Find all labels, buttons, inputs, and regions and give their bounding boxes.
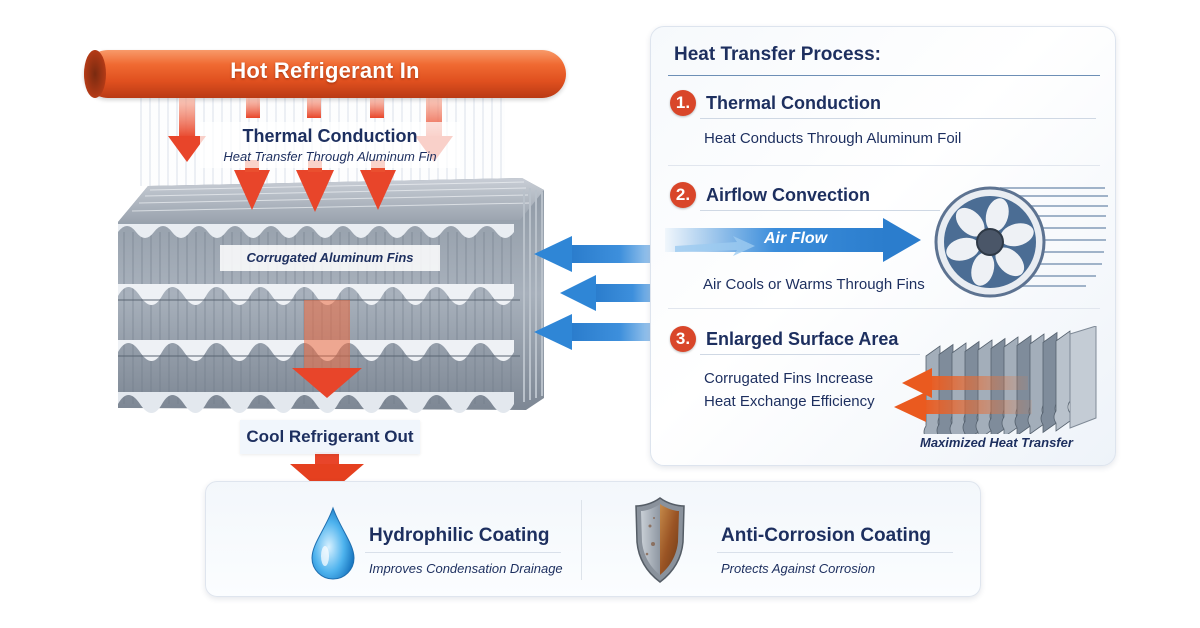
- panel-title: Heat Transfer Process:: [674, 44, 881, 65]
- step-3-badge: 3.: [670, 326, 696, 352]
- hydrophilic-coating-rule: [365, 552, 561, 553]
- refrigerant-inlet-pipe: [84, 50, 566, 98]
- step-3-title: Enlarged Surface Area: [706, 329, 899, 349]
- heat-flow-arrow: [292, 300, 362, 398]
- airflow-arrow-label: Air Flow: [764, 230, 828, 247]
- fin-plate: [1069, 326, 1097, 429]
- outlet-arrow: [290, 452, 364, 496]
- anti-corrosion-coating-subtitle: Protects Against Corrosion: [721, 561, 876, 576]
- heat-exchange-arrow: [902, 368, 1028, 398]
- step-separator: [668, 308, 1100, 309]
- panel-title-divider: [668, 75, 1100, 76]
- step-2-rule: [700, 210, 940, 211]
- step-1-rule: [700, 118, 1096, 119]
- hydrophilic-coating-title: Hydrophilic Coating: [369, 525, 550, 546]
- fan-icon: [934, 186, 1108, 298]
- step-3-image-caption: Maximized Heat Transfer: [920, 435, 1073, 450]
- heat-arrow: [370, 98, 384, 118]
- conduction-callout: Thermal Conduction Heat Transfer Through…: [200, 122, 460, 168]
- fin-plate: [1053, 330, 1071, 432]
- pipe-opening: [84, 50, 106, 98]
- water-drop-icon: [311, 506, 355, 580]
- hydrophilic-coating-subtitle: Improves Condensation Drainage: [369, 561, 563, 576]
- heat-arrow: [246, 98, 260, 118]
- step-separator: [668, 165, 1100, 166]
- step-3-description-line2: Heat Exchange Efficiency: [704, 393, 875, 410]
- step-1-badge: 1.: [670, 90, 696, 116]
- heat-arrow: [307, 98, 321, 118]
- anti-corrosion-coating-title: Anti-Corrosion Coating: [721, 525, 932, 546]
- airflow-arrow-icon: [665, 218, 921, 262]
- step-2-description: Air Cools or Warms Through Fins: [703, 276, 925, 293]
- heat-exchange-arrow: [894, 392, 1032, 422]
- inlet-label: Hot Refrigerant In: [230, 58, 420, 83]
- step-1-description: Heat Conducts Through Aluminum Foil: [704, 130, 962, 147]
- step-2-badge: 2.: [670, 182, 696, 208]
- heat-arrow: [168, 98, 206, 162]
- shield-icon: [635, 497, 685, 583]
- step-3-description-line1: Corrugated Fins Increase: [704, 370, 874, 387]
- step-1-title: Thermal Conduction: [706, 93, 881, 113]
- coatings-divider: [581, 500, 582, 580]
- fins-label: Corrugated Aluminum Fins: [220, 245, 440, 271]
- outlet-label: Cool Refrigerant Out: [240, 420, 420, 454]
- fin-stack-icon: [894, 326, 1097, 434]
- conduction-callout-subtitle: Heat Transfer Through Aluminum Fin: [223, 149, 437, 164]
- step-2-title: Airflow Convection: [706, 185, 871, 205]
- step-3-rule: [700, 354, 920, 355]
- conduction-callout-title: Thermal Conduction: [242, 126, 418, 146]
- anti-corrosion-coating-rule: [717, 552, 953, 553]
